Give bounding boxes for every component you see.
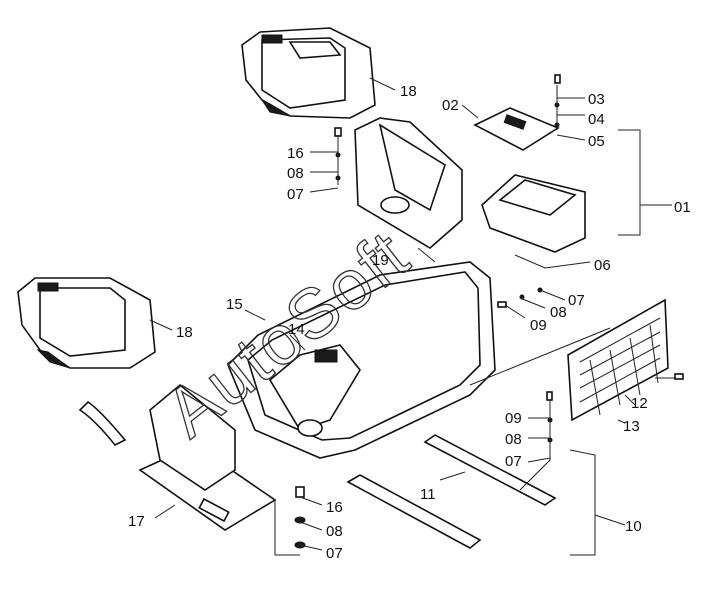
label-04: 04: [588, 111, 605, 128]
label-14: 14: [288, 321, 305, 338]
bolt-12: [674, 373, 684, 380]
label-07-bottom: 07: [326, 545, 343, 562]
label-19: 19: [372, 252, 389, 269]
bracket-19: [354, 117, 463, 249]
storage-box-06: [481, 174, 586, 253]
leader-lines: [149, 77, 675, 556]
label-07-top: 07: [287, 186, 304, 203]
label-09-middle: 09: [530, 317, 547, 334]
label-07-right: 07: [505, 453, 522, 470]
armrest-cushion-left: [17, 277, 156, 369]
label-10: 10: [625, 518, 642, 535]
label-16-bottom: 16: [326, 499, 343, 516]
console-body: [227, 261, 496, 459]
label-08-middle: 08: [550, 304, 567, 321]
label-09-right: 09: [505, 410, 522, 427]
label-11: 11: [420, 486, 436, 503]
label-16-top: 16: [287, 145, 304, 162]
label-06: 06: [594, 257, 611, 274]
label-17: 17: [128, 513, 145, 530]
label-13: 13: [623, 418, 640, 435]
label-08-right: 08: [505, 431, 522, 448]
label-12: 12: [631, 395, 648, 412]
armrest-cushion-top: [241, 27, 376, 119]
label-15: 15: [226, 296, 243, 313]
cover-plate-02: [473, 107, 560, 151]
label-03: 03: [588, 91, 605, 108]
label-07-middle: 07: [568, 292, 585, 309]
label-01: 01: [674, 199, 691, 216]
label-08-top: 08: [287, 165, 304, 182]
label-08-bottom: 08: [326, 523, 343, 540]
label-18-left: 18: [176, 324, 193, 341]
label-18-top: 18: [400, 83, 417, 100]
label-02: 02: [442, 97, 459, 114]
label-05: 05: [588, 133, 605, 150]
rails-11: [346, 434, 557, 549]
storage-net-13: [567, 298, 669, 422]
part-labels: 18 18 02 03 04 05 01 16 08 07 06 19 07 0…: [128, 83, 691, 562]
mechanism-17: [78, 383, 277, 531]
bolt-stack-16-08-07-bottom: [294, 486, 306, 549]
